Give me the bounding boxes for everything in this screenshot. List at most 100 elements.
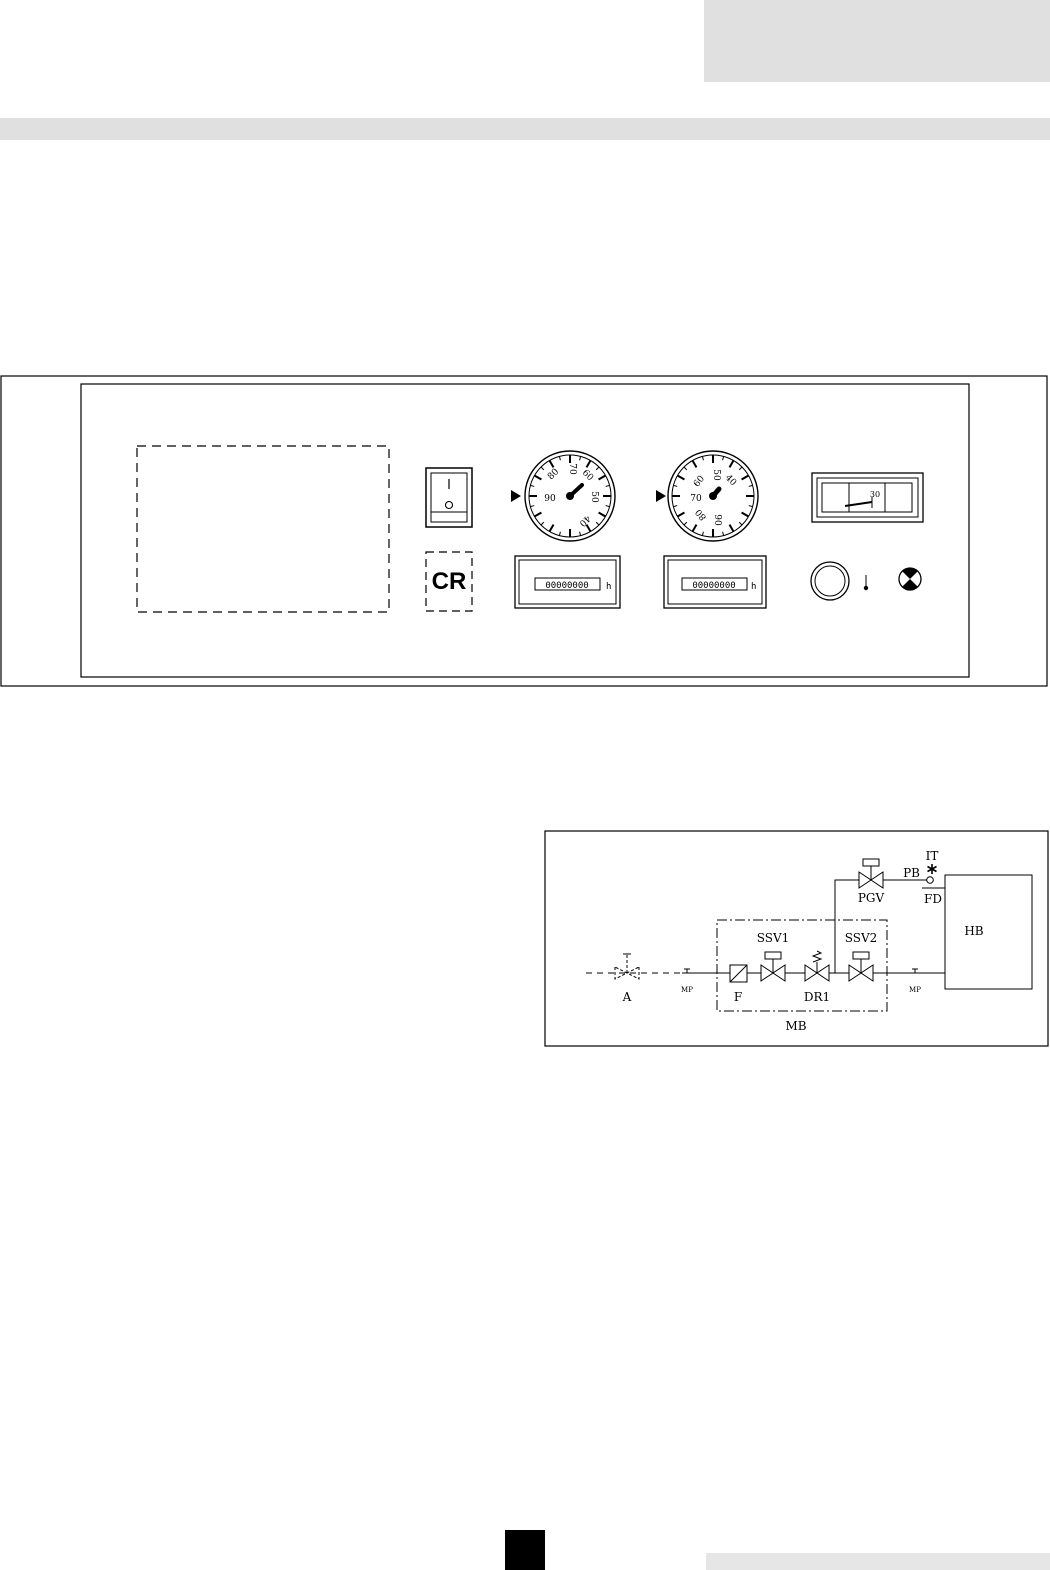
gauge-tick bbox=[722, 531, 725, 536]
gauge-left-label: 60 bbox=[580, 468, 595, 483]
gauge-left-label: 80 bbox=[546, 467, 561, 482]
gauge-tick bbox=[683, 521, 688, 526]
gauge-tick bbox=[676, 474, 685, 481]
gauge-tick bbox=[701, 531, 704, 536]
label-mp-inlet: MP bbox=[681, 986, 693, 994]
gauge-tick bbox=[728, 459, 735, 468]
indicator-lamp-icon bbox=[898, 567, 922, 591]
label-ssv2: SSV2 bbox=[845, 931, 878, 945]
gauge-tick bbox=[540, 466, 545, 471]
label-ssv1: SSV1 bbox=[757, 931, 790, 945]
header-box bbox=[704, 0, 1050, 82]
gauge-tick bbox=[595, 521, 600, 526]
gauge-tick bbox=[738, 466, 743, 471]
gauge-tick bbox=[748, 505, 753, 508]
hour-counter-unit: h bbox=[606, 582, 611, 592]
filter-icon bbox=[729, 964, 748, 983]
label-mb: MB bbox=[785, 1019, 806, 1033]
temperature-gauge-right: 70 60 50 40 80 90 bbox=[656, 450, 759, 542]
gauge-right-label: 60 bbox=[692, 474, 707, 489]
gauge-tick bbox=[558, 531, 561, 536]
label-pgv: PGV bbox=[858, 891, 885, 905]
reset-logo: CR bbox=[432, 568, 467, 595]
gauge-left-label: 50 bbox=[589, 491, 599, 503]
gauge-right-label: 50 bbox=[711, 469, 721, 481]
figure-frame bbox=[544, 830, 1049, 1047]
gauge-left-label: 40 bbox=[577, 513, 592, 528]
control-panel-figure: CR 90 80 70 60 50 40 70 60 50 40 80 90 0… bbox=[0, 375, 1048, 687]
thermometer-display: 30 bbox=[811, 472, 924, 523]
gauge-tick bbox=[738, 521, 743, 526]
thermometer-value: 30 bbox=[870, 490, 880, 499]
label-dr1: DR1 bbox=[804, 990, 830, 1004]
label-it: IT bbox=[926, 849, 939, 863]
safety-valve-1-icon bbox=[760, 951, 786, 982]
gauge-right-label: 80 bbox=[694, 506, 709, 521]
gauge-tick bbox=[585, 524, 592, 533]
gauge-tick bbox=[605, 484, 610, 487]
gauge-tick bbox=[558, 456, 561, 461]
gauge-tick bbox=[579, 531, 582, 536]
label-mp-outlet: MP bbox=[909, 986, 921, 994]
pressure-regulator-icon bbox=[804, 950, 830, 982]
hour-counter-unit: h bbox=[751, 582, 756, 592]
gauge-tick bbox=[741, 511, 750, 518]
gauge-tick bbox=[722, 456, 725, 461]
gauge-tick bbox=[605, 505, 610, 508]
reset-button-icon[interactable]: CR bbox=[425, 551, 473, 612]
gauge-right-label: 90 bbox=[712, 514, 722, 526]
pointer-arrow-icon bbox=[511, 490, 521, 502]
display-area bbox=[136, 445, 390, 613]
gauge-tick bbox=[598, 511, 607, 518]
pilot-burner-icon bbox=[926, 876, 934, 884]
figure-frame bbox=[0, 375, 1048, 687]
gauge-tick bbox=[540, 521, 545, 526]
gauge-tick bbox=[741, 474, 750, 481]
power-switch-icon[interactable] bbox=[425, 467, 473, 528]
hour-counter-digits: 00000000 bbox=[545, 581, 588, 591]
gauge-tick bbox=[598, 474, 607, 481]
gauge-tick bbox=[676, 511, 685, 518]
hour-counter-right: 00000000 h bbox=[663, 555, 767, 609]
gauge-tick bbox=[728, 524, 735, 533]
thermostat-knob-icon[interactable] bbox=[810, 561, 850, 601]
gauge-left-label: 70 bbox=[567, 463, 577, 475]
footer-bar bbox=[706, 1553, 1050, 1570]
gauge-tick bbox=[748, 484, 753, 487]
gauge-right-label: 70 bbox=[690, 494, 702, 504]
pilot-gas-valve-icon bbox=[858, 858, 884, 889]
label-fd: FD bbox=[924, 892, 942, 906]
gauge-tick bbox=[701, 456, 704, 461]
gauge-tick bbox=[533, 511, 542, 518]
gauge-tick bbox=[585, 459, 592, 468]
gauge-tick bbox=[691, 524, 698, 533]
temperature-gauge-left: 90 80 70 60 50 40 bbox=[511, 450, 616, 542]
gas-train-diagram: A MP MB F SSV1 DR1 SSV2 PGV bbox=[544, 830, 1049, 1047]
gauge-tick bbox=[579, 456, 582, 461]
section-bar bbox=[0, 118, 1050, 140]
heater-box bbox=[944, 874, 1033, 990]
gauge-tick bbox=[673, 505, 678, 508]
module-box bbox=[716, 919, 888, 1012]
gauge-tick bbox=[548, 459, 555, 468]
gauge-tick bbox=[673, 484, 678, 487]
gauge-tick bbox=[548, 524, 555, 533]
gauge-tick bbox=[691, 459, 698, 468]
page-number-block bbox=[505, 1530, 545, 1570]
gauge-tick bbox=[530, 505, 535, 508]
safety-valve-2-icon bbox=[848, 951, 874, 982]
label-hb: HB bbox=[964, 924, 983, 938]
gauge-left-label: 90 bbox=[544, 494, 556, 504]
label-a: A bbox=[622, 990, 632, 1004]
gauge-tick bbox=[533, 474, 542, 481]
thermometer-symbol-icon bbox=[863, 575, 869, 591]
hour-counter-digits: 00000000 bbox=[692, 581, 735, 591]
gauge-right-label: 40 bbox=[723, 473, 738, 488]
gauge-tick bbox=[595, 466, 600, 471]
manual-valve-a-icon bbox=[614, 953, 640, 980]
label-f: F bbox=[734, 990, 742, 1004]
panel-outline bbox=[80, 383, 970, 678]
gauge-tick bbox=[683, 466, 688, 471]
pointer-arrow-icon bbox=[656, 490, 666, 502]
ignition-spark-icon bbox=[927, 864, 937, 874]
